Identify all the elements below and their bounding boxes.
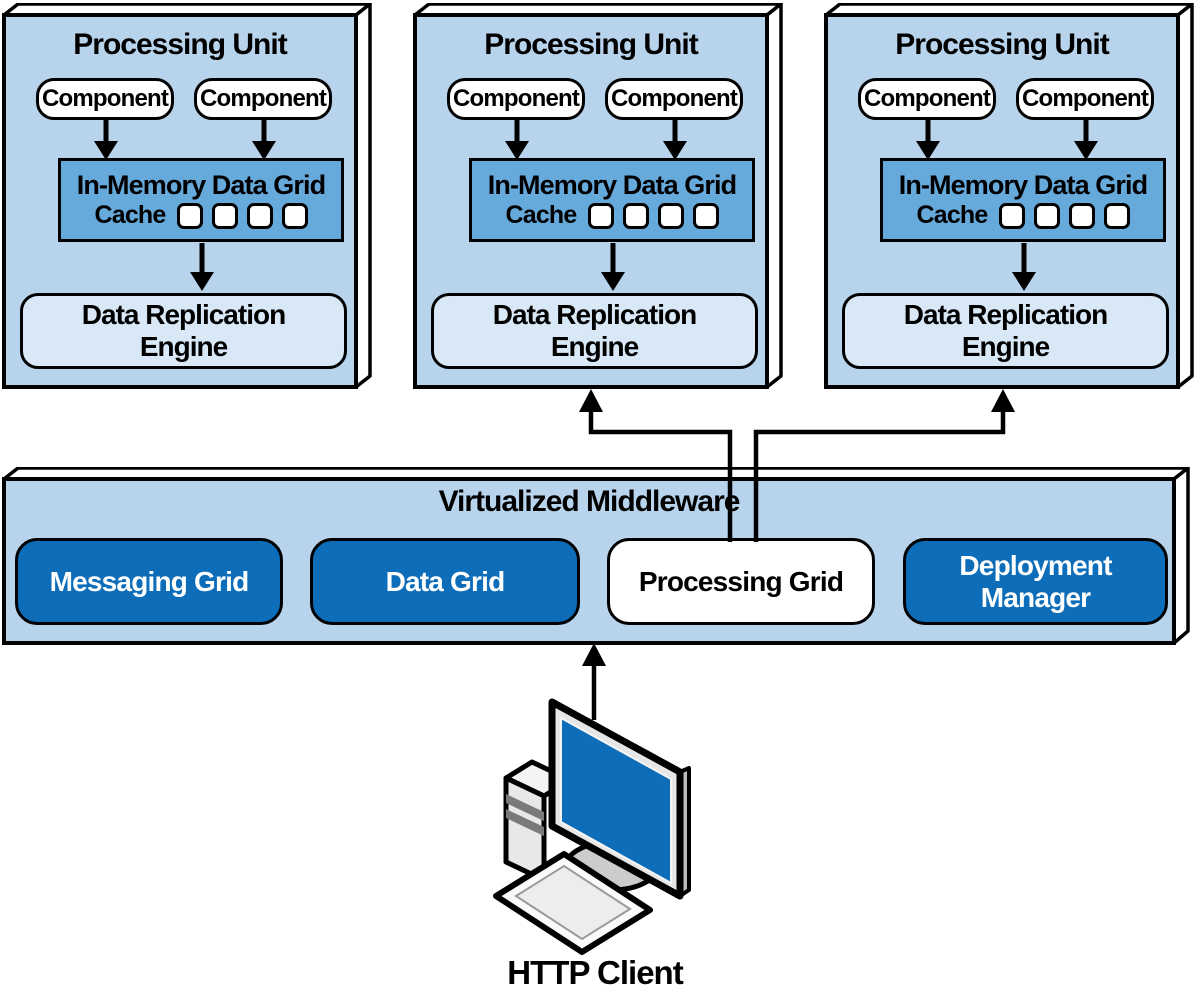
monitor-screen: [560, 716, 672, 885]
data-replication-engine: Data Replication Engine: [431, 293, 758, 369]
component-box: Component: [605, 78, 743, 120]
cache-slots: [176, 202, 308, 229]
component-box: Component: [1016, 78, 1154, 120]
component-box: Component: [36, 78, 174, 120]
processing-unit-1: Processing Unit Component Component In-M…: [2, 3, 372, 391]
cache-slot-icon: [622, 202, 649, 229]
in-memory-data-grid: In-Memory Data Grid Cache: [469, 158, 755, 242]
component-box: Component: [447, 78, 585, 120]
cache-slots: [998, 202, 1130, 229]
in-memory-data-grid: In-Memory Data Grid Cache: [880, 158, 1166, 242]
cache-slot-icon: [1103, 202, 1130, 229]
unit-title: Processing Unit: [73, 28, 287, 61]
cache-slot-icon: [1033, 202, 1060, 229]
component-to-grid-arrows: [916, 120, 1098, 160]
tower-stripe: [506, 809, 544, 836]
cache-slot-icon: [176, 202, 203, 229]
component-box: Component: [194, 78, 332, 120]
grid-to-replication-arrow: [190, 243, 214, 291]
slab-right-face: [354, 3, 372, 389]
cache-label: Cache: [505, 201, 577, 229]
cache-slot-icon: [998, 202, 1025, 229]
middleware-title: Virtualized Middleware: [438, 485, 741, 518]
component-to-grid-arrows: [505, 120, 687, 160]
cache-slot-icon: [1068, 202, 1095, 229]
processing-unit-2: Processing Unit Component Component In-M…: [413, 3, 783, 391]
service-messaging-grid: Messaging Grid: [15, 538, 283, 625]
http-client-label: HTTP Client: [507, 954, 683, 991]
cache-row: Cache: [94, 201, 308, 230]
cache-label: Cache: [916, 201, 988, 229]
imdg-title: In-Memory Data Grid: [487, 170, 737, 200]
component-box: Component: [858, 78, 996, 120]
cache-slot-icon: [211, 202, 238, 229]
grid-to-replication-arrow: [601, 243, 625, 291]
service-processing-grid: Processing Grid: [607, 538, 875, 625]
unit-title: Processing Unit: [484, 28, 698, 61]
cache-slot-icon: [281, 202, 308, 229]
cache-slot-icon: [657, 202, 684, 229]
slab-right-face: [1172, 467, 1190, 645]
cache-slot-icon: [587, 202, 614, 229]
data-replication-engine: Data Replication Engine: [20, 293, 347, 369]
arrowhead-icon: [991, 389, 1015, 412]
slab-right-face: [765, 3, 783, 389]
cache-slots: [587, 202, 719, 229]
imdg-title: In-Memory Data Grid: [76, 170, 326, 200]
component-to-grid-arrows: [94, 120, 276, 160]
arrowhead-icon: [579, 389, 603, 412]
grid-to-replication-arrow: [1012, 243, 1036, 291]
processing-unit-3: Processing Unit Component Component In-M…: [824, 3, 1194, 391]
data-replication-engine: Data Replication Engine: [842, 293, 1169, 369]
cache-row: Cache: [916, 201, 1130, 230]
virtualized-middleware: Virtualized Middleware Messaging Grid Da…: [2, 467, 1192, 647]
service-data-grid: Data Grid: [310, 538, 580, 625]
cache-label: Cache: [94, 201, 166, 229]
in-memory-data-grid: In-Memory Data Grid Cache: [58, 158, 344, 242]
slab-right-face: [1176, 3, 1194, 389]
imdg-title: In-Memory Data Grid: [898, 170, 1148, 200]
tower-stripe: [506, 794, 544, 821]
unit-title: Processing Unit: [895, 28, 1109, 61]
keyboard-inner: [514, 864, 632, 941]
service-deployment-manager: Deployment Manager: [903, 538, 1168, 625]
desktop-computer-icon: [493, 698, 691, 955]
cache-slot-icon: [246, 202, 273, 229]
cache-slot-icon: [692, 202, 719, 229]
cache-row: Cache: [505, 201, 719, 230]
